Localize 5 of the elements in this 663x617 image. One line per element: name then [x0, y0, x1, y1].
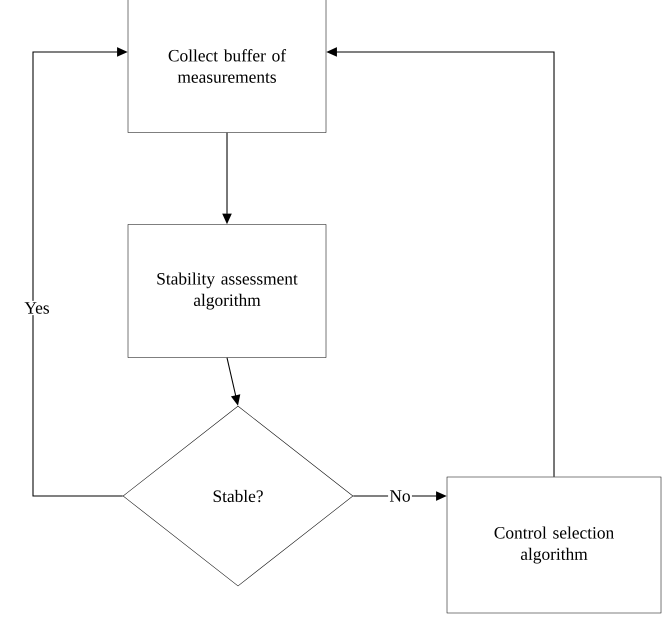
edge-label: Yes — [24, 302, 49, 314]
edge-label: No — [390, 490, 410, 502]
process-box: Stability assessment algorithm — [128, 224, 326, 358]
process-box: Control selection algorithm — [446, 476, 662, 614]
process-box: Collect buffer of measurements — [128, 0, 326, 133]
